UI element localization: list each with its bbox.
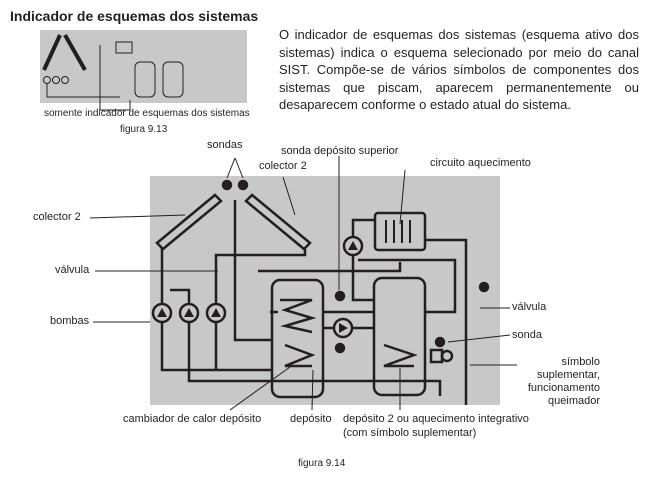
section-title: Indicador de esquemas dos sistemas bbox=[10, 8, 259, 24]
system-scheme-diagram bbox=[150, 176, 500, 405]
label-sonda: sonda bbox=[512, 329, 542, 341]
sensor-icon bbox=[334, 281, 490, 354]
description-paragraph: O indicador de esquemas dos sistemas (es… bbox=[279, 27, 639, 112]
figure-9-13-number: figura 9.13 bbox=[120, 124, 168, 135]
figure-9-13-caption: somente indicador de esquemas dos sistem… bbox=[44, 108, 250, 119]
scheme-panel bbox=[150, 176, 500, 405]
burner-symbol-icon bbox=[429, 348, 454, 364]
label-valvula-left: válvula bbox=[55, 264, 90, 276]
label-colector-2-left: colector 2 bbox=[33, 211, 81, 223]
sensor-icon bbox=[221, 179, 249, 191]
label-valvula-right: válvula bbox=[512, 301, 547, 313]
label-cambiador: cambiador de calor depósito bbox=[123, 413, 262, 425]
thumbnail-diagram bbox=[40, 30, 247, 111]
heat-exchanger-tank2 bbox=[383, 343, 418, 368]
label-circuito-aquecimento: circuito aquecimento bbox=[430, 157, 531, 169]
radiator-icon bbox=[373, 211, 427, 252]
leader-lines bbox=[89, 156, 517, 411]
label-sonda-deposito-superior: sonda depósito superior bbox=[281, 145, 399, 157]
label-deposito: depósito bbox=[290, 413, 332, 425]
label-colector-2-right: colector 2 bbox=[259, 160, 307, 172]
tank-1 bbox=[270, 278, 325, 399]
figure-9-14-number: figura 9.14 bbox=[298, 458, 346, 469]
label-sondas: sondas bbox=[207, 139, 243, 151]
heat-exchanger-upper bbox=[280, 298, 317, 334]
label-bombas: bombas bbox=[50, 315, 90, 327]
label-deposito-2: depósito 2 ou aquecimento integrativo bbox=[343, 413, 529, 425]
label-simbolo-suplementar: símbolo suplementar, funcionamento queim… bbox=[527, 356, 600, 407]
heat-exchanger-lower bbox=[284, 343, 316, 368]
label-deposito-2-sub: (com símbolo suplementar) bbox=[343, 427, 477, 439]
